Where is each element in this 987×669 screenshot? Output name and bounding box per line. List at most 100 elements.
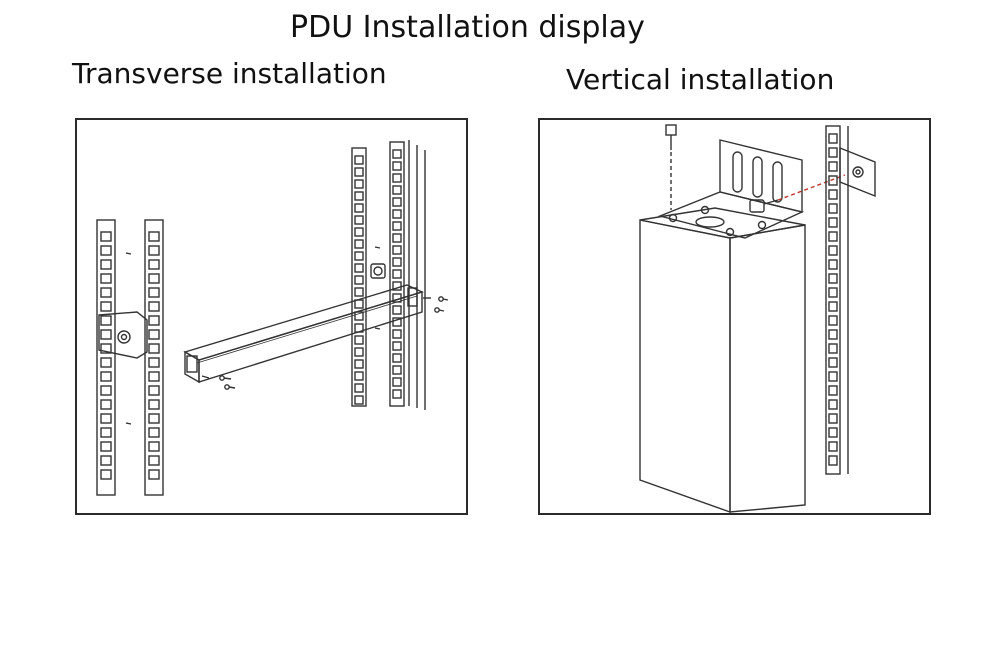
rail-hole (148, 357, 160, 368)
rail-hole (100, 329, 112, 340)
rail-hole (148, 329, 160, 340)
rail-hole (828, 175, 838, 186)
pdu-vertical-bracket-mount-icon (639, 124, 876, 513)
rail-hole (354, 263, 364, 273)
rail-hole (354, 239, 364, 249)
rail-hole (354, 383, 364, 393)
rail-hole (148, 231, 160, 242)
rack-rail (825, 125, 841, 475)
rail-hole (828, 203, 838, 214)
rail-hole (354, 251, 364, 261)
rail-hole (392, 161, 402, 171)
rail-hole (354, 191, 364, 201)
rail-hole (828, 329, 838, 340)
right-rack-rail-front (351, 147, 367, 407)
rail-hole (392, 257, 402, 267)
rail-hole (392, 377, 402, 387)
rail-hole (354, 203, 364, 213)
rail-hole (148, 469, 160, 480)
rail-hole (828, 189, 838, 200)
rail-hole (828, 455, 838, 466)
rail-hole (354, 227, 364, 237)
rail-hole (100, 371, 112, 382)
rail-hole (100, 399, 112, 410)
rail-hole (392, 221, 402, 231)
left-mounting-bracket (98, 311, 148, 359)
right-rail-holes-b (392, 149, 402, 399)
rack-rail-holes (828, 133, 838, 466)
rail-hole (354, 179, 364, 189)
rail-hole (392, 329, 402, 339)
rail-hole (354, 275, 364, 285)
rail-hole (354, 215, 364, 225)
rail-hole (392, 233, 402, 243)
rail-hole (148, 385, 160, 396)
rail-hole (392, 173, 402, 183)
rail-hole (148, 399, 160, 410)
rail-side-bracket (839, 146, 876, 198)
rail-hole (354, 359, 364, 369)
pdu-top-face (639, 207, 806, 239)
rail-hole (354, 395, 364, 405)
pdu-horizontal-rack-mount-icon (96, 140, 449, 496)
rail-hole (148, 287, 160, 298)
rail-hole (148, 315, 160, 326)
pdu-left-face (639, 219, 731, 513)
rail-hole (828, 371, 838, 382)
rail-hole (828, 273, 838, 284)
rail-hole (100, 427, 112, 438)
page-title: PDU Installation display (290, 10, 645, 45)
vertical-installation-panel (538, 118, 931, 515)
left-rack-rail-outer (96, 219, 116, 496)
rail-hole (828, 385, 838, 396)
rail-hole (100, 273, 112, 284)
rail-hole (100, 357, 112, 368)
rail-hole (148, 441, 160, 452)
rail-hole (148, 273, 160, 284)
right-rail-holes-a (354, 155, 364, 405)
pdu-screws-left (201, 375, 236, 390)
rail-hole (828, 133, 838, 144)
rail-hole (354, 311, 364, 321)
rail-hole (100, 413, 112, 424)
rail-hole (148, 371, 160, 382)
rail-hole (148, 427, 160, 438)
rail-hole (392, 209, 402, 219)
rail-hole (354, 155, 364, 165)
vertical-installation-caption: Vertical installation (566, 63, 835, 96)
rail-hole (828, 427, 838, 438)
rail-hole (828, 343, 838, 354)
l-bracket-upright (719, 139, 803, 213)
rail-hole (354, 299, 364, 309)
rail-hole (828, 147, 838, 158)
rail-hole (828, 441, 838, 452)
rail-hole (100, 259, 112, 270)
pdu-left-end (184, 350, 200, 384)
rail-hole (392, 245, 402, 255)
left-rail-holes-a (100, 231, 112, 480)
rail-hole (392, 197, 402, 207)
rail-hole (828, 413, 838, 424)
left-rail-holes-b (148, 231, 160, 480)
rail-hole (828, 231, 838, 242)
rail-hole (828, 399, 838, 410)
rail-hole (392, 185, 402, 195)
right-rack-rail-back (389, 141, 405, 407)
transverse-installation-caption: Transverse installation (72, 57, 387, 90)
rail-hole (392, 305, 402, 315)
rail-hole (100, 455, 112, 466)
rail-hole (828, 259, 838, 270)
rail-hole (392, 353, 402, 363)
rail-hole (392, 341, 402, 351)
rail-hole (100, 315, 112, 326)
rail-hole (354, 287, 364, 297)
rail-hole (828, 287, 838, 298)
l-bracket-base (657, 191, 805, 239)
rail-hole (100, 385, 112, 396)
pdu-screws-right (423, 296, 449, 313)
rail-hole (354, 167, 364, 177)
rail-hole (100, 343, 112, 354)
rail-hole (100, 301, 112, 312)
rail-hole (354, 371, 364, 381)
rail-hole (828, 357, 838, 368)
